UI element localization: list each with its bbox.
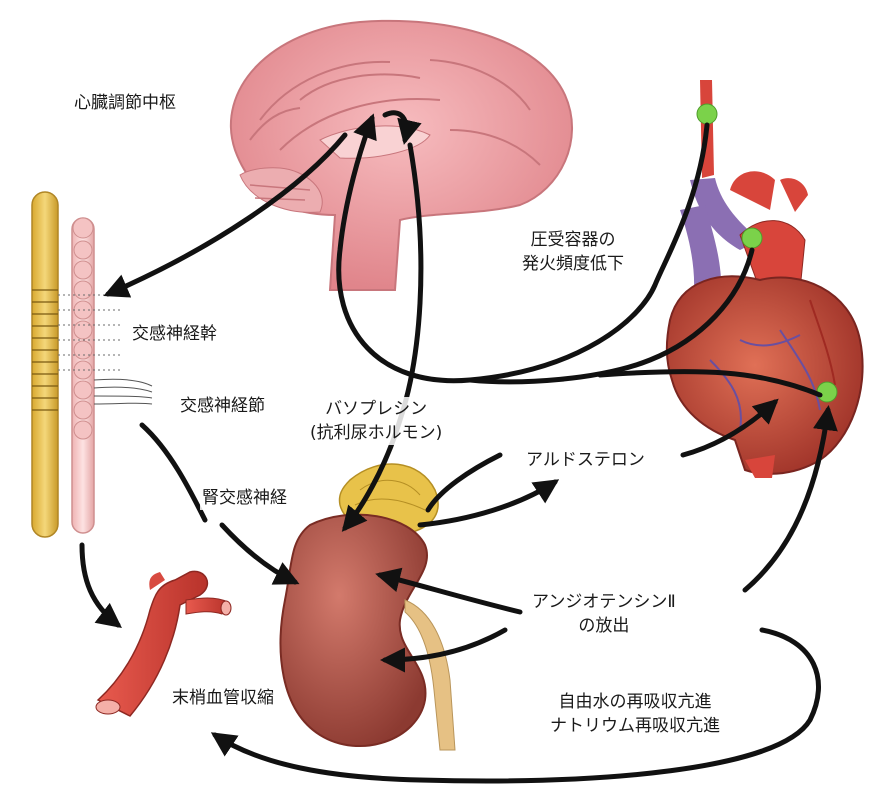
arrow-renal-sympathetic	[222, 525, 295, 582]
label-reabsorption: 自由水の再吸収亢進 ナトリウム再吸収亢進	[548, 690, 722, 738]
label-aldosterone: アルドステロン	[524, 448, 647, 472]
label-reabsorption-line2: ナトリウム再吸収亢進	[550, 714, 720, 738]
label-baroreceptor-line2: 発火頻度低下	[522, 252, 624, 276]
label-angiotensin: アンジオテンシンⅡ の放出	[530, 590, 678, 638]
label-cardiac-center: 心臓調節中枢	[72, 91, 178, 115]
heart-illustration	[667, 80, 863, 478]
label-vasopressin-line1: バソプレシン	[310, 397, 442, 421]
arrow-aldosterone-kidney-back	[428, 455, 500, 510]
label-baroreceptor: 圧受容器の 発火頻度低下	[520, 228, 626, 276]
baroreceptor-heart	[817, 382, 837, 402]
label-baroreceptor-line1: 圧受容器の	[522, 228, 624, 252]
arrow-cord-to-vessel	[82, 545, 118, 625]
arrow-adrenal-to-aldosterone	[420, 482, 555, 525]
label-sympathetic-ganglion: 交感神経節	[178, 394, 267, 418]
label-angiotensin-line2: の放出	[532, 614, 676, 638]
sympathetic-trunk-illustration	[32, 192, 152, 537]
label-vasopressin: バソプレシン (抗利尿ホルモン)	[308, 397, 444, 445]
baroreceptor-carotid	[697, 104, 717, 124]
arrow-ganglion-to-kidney	[142, 425, 205, 520]
label-vasopressin-line2: (抗利尿ホルモン)	[310, 421, 442, 445]
baroreceptor-aortic-arch	[742, 228, 762, 248]
label-angiotensin-line1: アンジオテンシンⅡ	[532, 590, 676, 614]
label-peripheral-vasoconstriction: 末梢血管収縮	[170, 686, 276, 710]
label-sympathetic-trunk: 交感神経幹	[130, 322, 219, 346]
label-reabsorption-line1: 自由水の再吸収亢進	[550, 690, 720, 714]
label-renal-sympathetic: 腎交感神経	[200, 486, 289, 510]
